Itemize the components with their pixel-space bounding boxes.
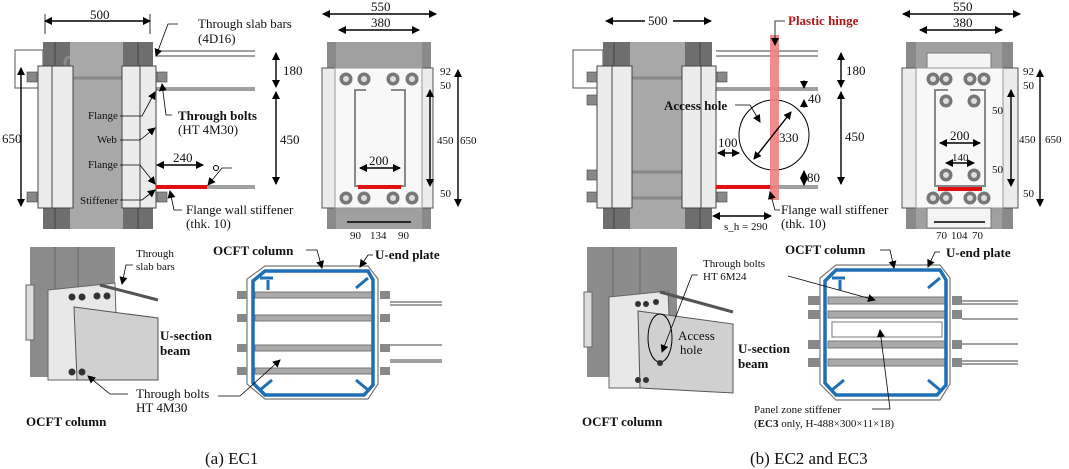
a-end-dim-50-bottom: 50	[440, 188, 452, 200]
b-end-dim-50-bottom: 50	[1023, 188, 1035, 200]
b-section-label-plate: U-end plate	[946, 245, 1011, 260]
b-end-stiffener	[938, 187, 982, 191]
b-end-dim-550: 550	[953, 0, 973, 14]
b-section-view: OCFT column U-end plate Panel zone stiff…	[754, 242, 1018, 430]
b-section-spec-bold: EC3	[758, 418, 779, 430]
a-iso-label-bolts: Through bolts	[136, 386, 209, 401]
b-label-access: Access hole	[664, 98, 727, 113]
b-end-dim-650: 650	[1045, 134, 1062, 146]
b-dim-500: 500	[648, 13, 668, 28]
caption-b: (b) EC2 and EC3	[750, 449, 868, 468]
b-label-stiffener-thk: (thk. 10)	[781, 216, 826, 231]
b-iso-view: Through bolts HT 6M24 Access U-section O…	[582, 247, 791, 429]
a-dim-500: 500	[90, 7, 110, 22]
a-iso-label-slab-bars-2: slab bars	[136, 261, 175, 273]
a-end-view: 550 380 200 92 50 450 650 50 90 134 90	[321, 0, 477, 242]
b-iso-label-bolts: Through bolts	[703, 258, 765, 270]
b-plastic-hinge	[770, 35, 779, 200]
b-dim-180: 180	[846, 63, 866, 78]
b-dim-330: 330	[779, 130, 799, 145]
b-iso-label-bolts-spec: HT 6M24	[703, 271, 747, 283]
b-section-label-stiffener: Panel zone stiffener	[754, 404, 841, 416]
b-end-gauge-3: 70	[972, 230, 984, 242]
b-section-label-column: OCFT column	[785, 242, 866, 257]
b-end-dim-200: 200	[950, 128, 970, 143]
b-dim-100: 100	[718, 135, 738, 150]
a-section-label-plate: U-end plate	[375, 247, 440, 262]
a-section-view: OCFT column U-end plate	[213, 243, 442, 400]
b-end-gauge-2: 104	[951, 230, 968, 242]
a-end-dim-200: 200	[369, 153, 389, 168]
a-end-dim-550: 550	[371, 0, 391, 14]
b-label-plastic-hinge: Plastic hinge	[788, 13, 859, 28]
b-end-view: 550 380 200 140 50 50 92 50 450 650 50 7…	[901, 0, 1062, 242]
a-end-gauge-3: 90	[398, 230, 410, 242]
b-end-dim-450: 450	[1019, 134, 1036, 146]
a-iso-label-slab-bars-1: Through	[136, 248, 174, 260]
a-weld-web: Web	[97, 134, 117, 146]
b-dim-sh: s_h = 290	[724, 221, 768, 233]
b-label-stiffener: Flange wall stiffener	[781, 202, 889, 217]
b-iso-label-beam-2: beam	[738, 356, 769, 371]
b-iso-label-column: OCFT column	[582, 414, 663, 429]
a-end-gauge-2: 134	[370, 230, 387, 242]
a-iso-label-beam-2: beam	[160, 343, 191, 358]
b-end-dim-140: 140	[952, 152, 969, 164]
a-label-stiffener: Flange wall stiffener	[186, 202, 294, 217]
a-end-dim-650: 650	[460, 135, 477, 147]
a-label-slab-bars-spec: (4D16)	[198, 31, 236, 46]
b-elevation: 330 100 Access hole Plastic hinge 500 18…	[572, 13, 889, 233]
caption-a: (a) EC1	[205, 449, 258, 468]
b-dim-80: 80	[807, 170, 820, 185]
a-end-stiffener	[358, 185, 401, 189]
a-weld-flange-top: Flange	[88, 110, 118, 122]
a-end-dim-380: 380	[371, 15, 391, 30]
b-end-dim-50-inner-bottom: 50	[992, 164, 1004, 176]
a-label-through-bolts: Through bolts	[178, 108, 257, 123]
a-iso-view: Through U-section Through bolts HT 4M30 …	[25, 247, 213, 429]
b-section-label-stiffener-spec: (EC3 only, H-488×300×11×18)	[754, 418, 894, 430]
a-dim-180: 180	[283, 63, 303, 78]
b-iso-label-access: Access	[678, 328, 715, 343]
b-end-dim-380: 380	[953, 15, 973, 30]
b-end-dim-50-inner-top: 50	[992, 105, 1004, 117]
b-flange-wall-stiffener	[716, 185, 771, 189]
a-weld-stiffener: Stiffener	[80, 195, 119, 207]
a-flange-wall-stiffener	[156, 185, 207, 189]
a-elevation: 500 650 180 450 240 Through slab bars (4…	[2, 7, 303, 231]
b-dim-40: 40	[808, 91, 821, 106]
a-end-gauge-1: 90	[350, 230, 362, 242]
b-section-spec-rest: only, H-488×300×11×18)	[778, 418, 894, 430]
b-dim-450: 450	[845, 129, 865, 144]
a-iso-label-bolts-spec: HT 4M30	[136, 400, 187, 415]
a-label-slab-bars: Through slab bars	[198, 16, 292, 31]
a-dim-450: 450	[280, 132, 300, 147]
a-end-dim-450: 450	[437, 135, 454, 147]
a-end-dim-92: 92	[440, 66, 451, 78]
b-end-dim-50-top: 50	[1023, 80, 1035, 92]
a-dim-240: 240	[173, 150, 193, 165]
a-section-label-column: OCFT column	[213, 243, 294, 258]
b-end-dim-92: 92	[1023, 66, 1034, 78]
b-end-gauge-1: 70	[936, 230, 948, 242]
a-iso-label-beam: U-section	[160, 328, 213, 343]
a-dim-650: 650	[2, 131, 22, 146]
a-iso-label-column: OCFT column	[26, 414, 107, 429]
a-label-through-bolts-spec: (HT 4M30)	[178, 122, 238, 137]
b-iso-label-access-2: hole	[680, 342, 703, 357]
b-iso-label-beam: U-section	[738, 341, 791, 356]
a-label-stiffener-thk: (thk. 10)	[186, 216, 231, 231]
a-end-dim-50-top: 50	[440, 80, 452, 92]
a-weld-flange-bottom: Flange	[88, 159, 118, 171]
